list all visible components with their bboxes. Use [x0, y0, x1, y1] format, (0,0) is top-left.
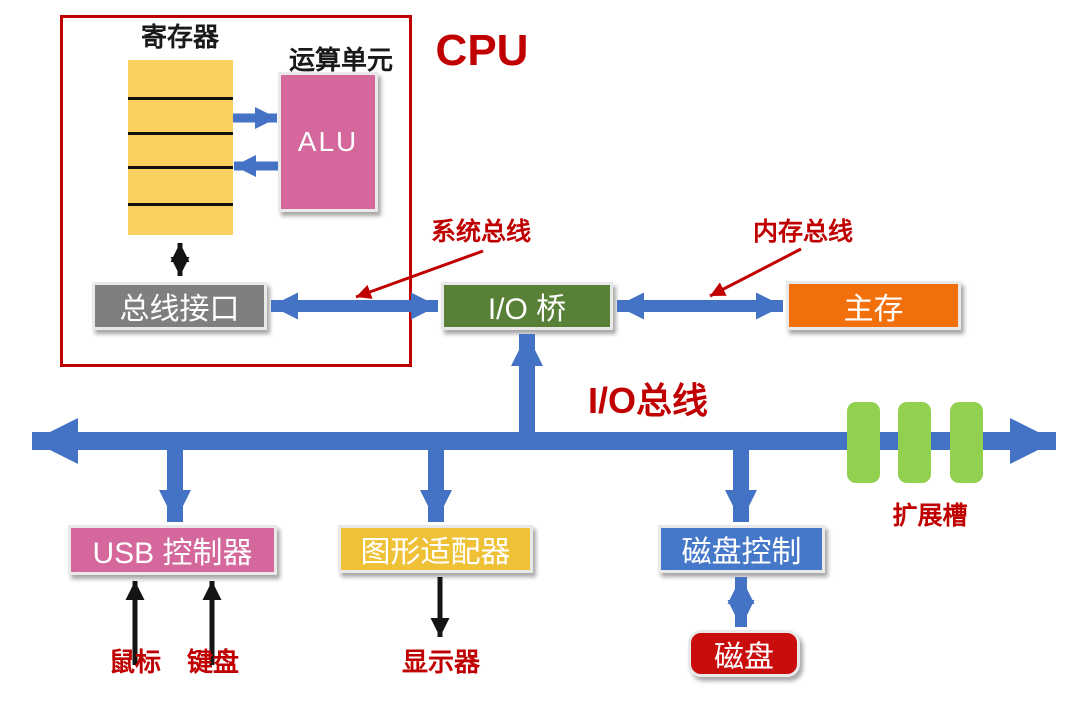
disk-controller-label: 磁盘控制 — [681, 536, 802, 569]
disk-controller-box: 磁盘控制 — [658, 525, 825, 573]
expansion-slot — [950, 402, 983, 483]
io-bridge-box: I/O 桥 — [441, 282, 613, 330]
cpu-outline-box — [60, 15, 412, 367]
disk-box: 磁盘 — [688, 630, 800, 677]
graphics-adapter-box: 图形适配器 — [338, 525, 533, 573]
alu-box: ALU — [278, 72, 378, 212]
usb-controller-box: USB 控制器 — [68, 525, 277, 575]
register-divider — [128, 97, 233, 100]
io-bus-label: I/O总线 — [587, 380, 709, 421]
expansion-slot — [847, 402, 880, 483]
keyboard-label: 键盘 — [186, 647, 240, 677]
display-label: 显示器 — [401, 647, 481, 677]
register-divider — [128, 166, 233, 169]
register-divider — [128, 132, 233, 135]
alu-label: ALU — [297, 126, 359, 157]
expansion-slot — [898, 402, 931, 483]
expansion-slots-label: 扩展槽 — [892, 502, 968, 530]
mouse-label: 鼠标 — [108, 647, 162, 677]
cpu-label: CPU — [435, 26, 529, 75]
system-bus-label: 系统总线 — [430, 218, 532, 246]
bus-interface-box: 总线接口 — [92, 282, 267, 330]
disk-label: 磁盘 — [714, 640, 774, 674]
system-bus-pointer-line — [355, 249, 484, 299]
io-bridge-label: I/O 桥 — [487, 293, 567, 326]
bus-interface-label: 总线接口 — [119, 293, 240, 326]
memory-bus-label: 内存总线 — [752, 218, 854, 246]
main-memory-label: 主存 — [843, 292, 904, 326]
register-file — [128, 60, 233, 235]
registers-label: 寄存器 — [140, 22, 220, 52]
graphics-adapter-label: 图形适配器 — [360, 536, 511, 569]
memory-bus-pointer-line — [709, 247, 802, 298]
main-memory-box: 主存 — [786, 281, 961, 330]
register-divider — [128, 203, 233, 206]
alu-unit-label: 运算单元 — [288, 45, 394, 75]
usb-controller-label: USB 控制器 — [92, 537, 253, 570]
